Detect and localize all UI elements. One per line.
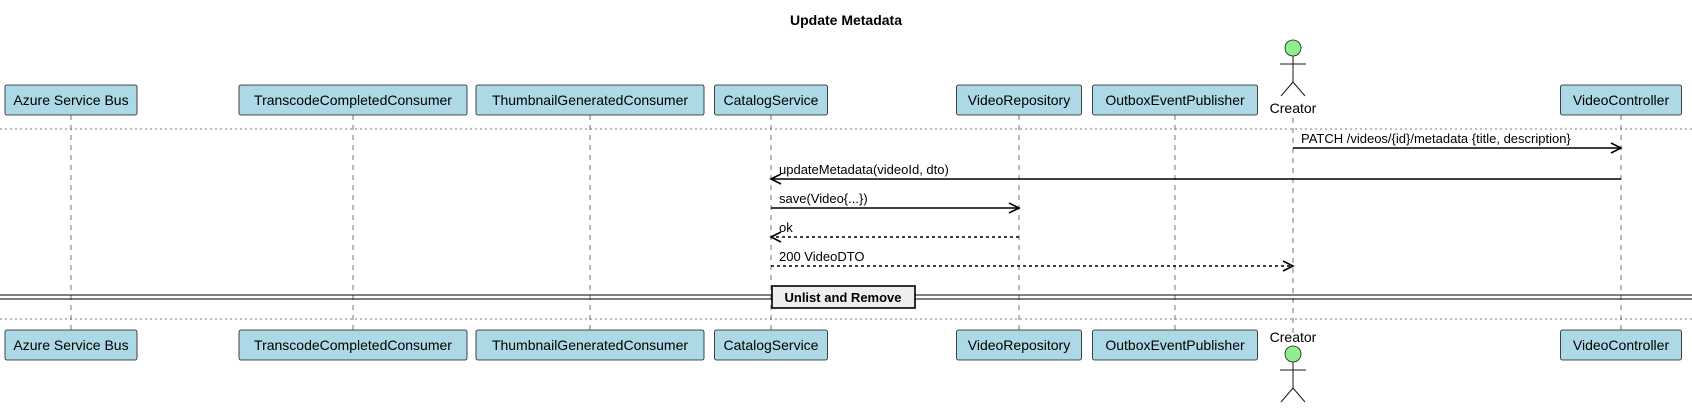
- divider-box: [771, 285, 916, 309]
- participant-label: OutboxEventPublisher: [1105, 337, 1245, 353]
- participant-asb-top: Azure Service Bus: [4, 84, 138, 116]
- participant-box: [956, 84, 1082, 116]
- participant-tgc-bottom: ThumbnailGeneratedConsumer: [475, 329, 705, 361]
- participant-box: [714, 329, 828, 361]
- participants-top: Azure Service Bus TranscodeCompletedConsu…: [4, 39, 1682, 116]
- participant-box: [714, 84, 828, 116]
- participant-box: [956, 329, 1082, 361]
- participant-label: TranscodeCompletedConsumer: [254, 337, 452, 353]
- message-label: ok: [779, 220, 793, 235]
- participant-tcc-top: TranscodeCompletedConsumer: [238, 84, 468, 116]
- participant-tgc-top: ThumbnailGeneratedConsumer: [475, 84, 705, 116]
- message-label: save(Video{...}): [779, 191, 868, 206]
- messages: PATCH /videos/{id}/metadata {title, desc…: [769, 131, 1623, 272]
- participant-box: [475, 329, 705, 361]
- participant-box: [238, 329, 468, 361]
- participant-box: [1560, 329, 1682, 361]
- participants-bottom: Azure Service Bus TranscodeCompletedConsu…: [4, 329, 1682, 403]
- participant-label: VideoRepository: [968, 92, 1070, 108]
- message-label: 200 VideoDTO: [779, 249, 865, 264]
- participant-repo-bottom: VideoRepository: [956, 329, 1082, 361]
- arrowhead-icon: [1282, 260, 1295, 272]
- participant-cat-top: CatalogService: [714, 84, 828, 116]
- message-label: updateMetadata(videoId, dto): [779, 162, 949, 177]
- participant-label: OutboxEventPublisher: [1105, 92, 1245, 108]
- section-divider: Unlist and Remove: [0, 285, 1692, 309]
- message-label: PATCH /videos/{id}/metadata {title, desc…: [1301, 131, 1571, 146]
- divider-label: Unlist and Remove: [784, 290, 901, 305]
- participant-label: CatalogService: [724, 92, 819, 108]
- arrowhead-icon: [1610, 142, 1623, 154]
- participant-label: CatalogService: [724, 337, 819, 353]
- participant-label: VideoController: [1573, 92, 1670, 108]
- participant-vc-top: VideoController: [1560, 84, 1682, 116]
- participant-box: [475, 84, 705, 116]
- participant-box: [4, 329, 138, 361]
- actor-creator-bottom: Creator: [1270, 329, 1317, 403]
- participant-label: ThumbnailGeneratedConsumer: [492, 92, 688, 108]
- message-3: save(Video{...}): [771, 191, 1021, 214]
- participant-label: ThumbnailGeneratedConsumer: [492, 337, 688, 353]
- actor-label: Creator: [1270, 100, 1317, 116]
- message-1: PATCH /videos/{id}/metadata {title, desc…: [1293, 131, 1623, 154]
- participant-box: [1092, 329, 1258, 361]
- message-2: updateMetadata(videoId, dto): [769, 162, 1621, 185]
- actor-label: Creator: [1270, 329, 1317, 345]
- actor-icon: [1284, 345, 1302, 363]
- arrowhead-icon: [769, 231, 782, 243]
- diagram-title: Update Metadata: [790, 12, 902, 28]
- arrowhead-icon: [1008, 202, 1021, 214]
- participant-box: [1092, 84, 1258, 116]
- message-5: 200 VideoDTO: [771, 249, 1295, 272]
- participant-label: VideoRepository: [968, 337, 1070, 353]
- participant-label: Azure Service Bus: [13, 92, 128, 108]
- participant-asb-bottom: Azure Service Bus: [4, 329, 138, 361]
- participant-outbox-bottom: OutboxEventPublisher: [1092, 329, 1258, 361]
- participant-box: [1560, 84, 1682, 116]
- participant-box: [238, 84, 468, 116]
- participant-label: TranscodeCompletedConsumer: [254, 92, 452, 108]
- participant-vc-bottom: VideoController: [1560, 329, 1682, 361]
- participant-outbox-top: OutboxEventPublisher: [1092, 84, 1258, 116]
- participant-repo-top: VideoRepository: [956, 84, 1082, 116]
- actor-creator-top: Creator: [1270, 39, 1317, 116]
- participant-tcc-bottom: TranscodeCompletedConsumer: [238, 329, 468, 361]
- participant-box: [4, 84, 138, 116]
- participant-label: VideoController: [1573, 337, 1670, 353]
- actor-icon: [1284, 39, 1302, 57]
- arrowhead-icon: [769, 173, 782, 185]
- participant-cat-bottom: CatalogService: [714, 329, 828, 361]
- participant-label: Azure Service Bus: [13, 337, 128, 353]
- message-4: ok: [769, 220, 1019, 243]
